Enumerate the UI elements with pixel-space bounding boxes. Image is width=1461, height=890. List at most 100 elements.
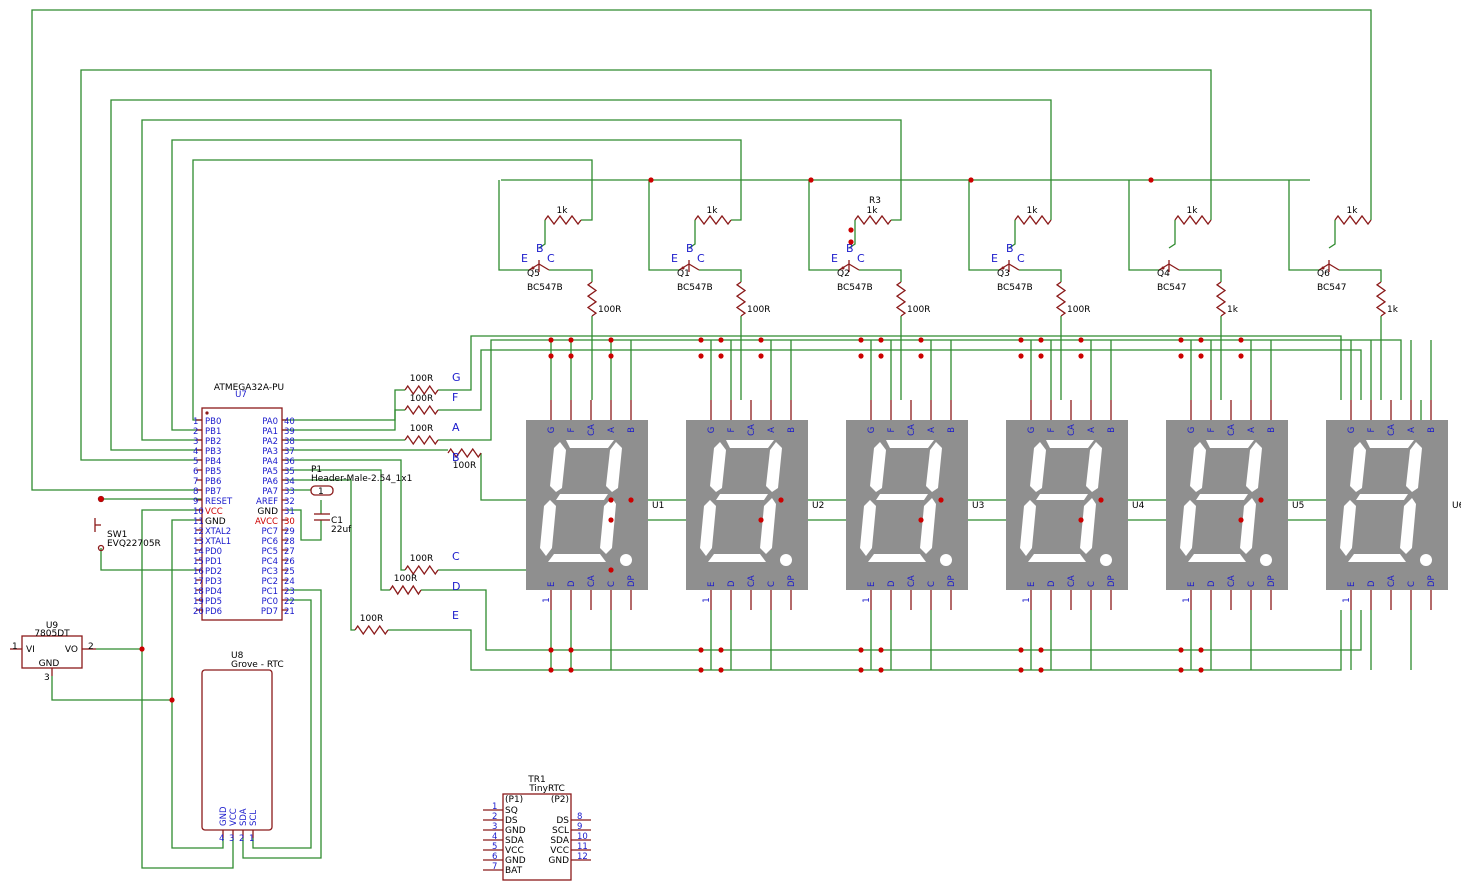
display-pin: CA — [1067, 424, 1077, 436]
wire — [110, 99, 1052, 451]
resistor — [544, 214, 582, 226]
display-pin1: 1 — [702, 597, 712, 602]
pin-letter: C — [857, 252, 865, 265]
display-ref: U4 — [1132, 501, 1145, 511]
net-label: C — [452, 550, 460, 563]
regulator-gnd: GND — [39, 659, 60, 669]
display-pin: C — [607, 581, 617, 587]
pin-letter: B — [846, 242, 854, 255]
junction-dot — [1098, 497, 1104, 503]
display-pin: D — [887, 580, 897, 587]
display-pin: G — [1347, 427, 1357, 434]
junction-dot — [628, 497, 634, 503]
wire — [848, 220, 856, 249]
wire — [1128, 180, 1159, 271]
resistor-value: 1k — [1027, 206, 1039, 216]
resistor — [404, 564, 439, 576]
display-pin: F — [887, 427, 897, 432]
segment-g — [1356, 494, 1408, 500]
pin-name: PC2 — [262, 577, 278, 587]
segment-f — [710, 442, 726, 492]
segment-a — [726, 440, 774, 448]
segment-b — [926, 442, 942, 492]
pin-number: 4 — [193, 447, 198, 457]
rtc-pin-number: 2 — [239, 834, 244, 844]
tinyrtc-value: TinyRTC — [528, 784, 565, 794]
display-pin1: 1 — [542, 597, 552, 602]
display-pin: B — [1107, 427, 1117, 433]
junction-dot — [608, 497, 614, 503]
pin-name: PD5 — [205, 597, 222, 607]
segment-a — [1046, 440, 1094, 448]
resistor — [1375, 281, 1387, 317]
segment-b — [1086, 442, 1102, 492]
segment-b — [766, 442, 782, 492]
pin-name: SQ — [505, 806, 518, 816]
display-pin1: 1 — [1342, 597, 1352, 602]
display-ref: U3 — [972, 501, 984, 511]
junction-dot — [1258, 497, 1264, 503]
cap-value: 22uf — [331, 525, 352, 535]
pin-name: DS — [556, 816, 569, 826]
wire — [538, 220, 546, 249]
pin-letter: B — [686, 242, 694, 255]
header-pin: 1 — [318, 487, 324, 497]
pin-name: PC6 — [262, 537, 278, 547]
junction-dot — [848, 227, 854, 233]
mcu-pin1-mark — [205, 411, 209, 415]
display-ref: U1 — [652, 501, 664, 511]
junction-dot — [1018, 337, 1024, 343]
junction-dot — [1198, 337, 1204, 343]
wire — [96, 509, 202, 650]
rtc-value: Grove - RTC — [231, 660, 284, 670]
transistor-arrow — [1321, 266, 1325, 270]
seven-segment-display — [1166, 420, 1288, 590]
resistor-value: 100R — [410, 394, 433, 404]
junction-dot — [758, 353, 764, 359]
junction-dot — [718, 337, 724, 343]
pin-number: 9 — [577, 822, 582, 832]
display-pin: G — [1027, 427, 1037, 434]
display-pin: D — [1207, 580, 1217, 587]
pin-letter: E — [831, 252, 838, 265]
segment-e — [1180, 500, 1196, 556]
display-pin: A — [927, 427, 937, 433]
pin-name: PA0 — [262, 417, 278, 427]
junction-dot — [169, 697, 175, 703]
wire — [1168, 220, 1176, 249]
pin-name: PC0 — [262, 597, 278, 607]
segment-g — [716, 494, 768, 500]
pin-letter: C — [1017, 252, 1025, 265]
rtc-pin-number: 3 — [229, 834, 234, 844]
pin-number: 1 — [193, 417, 198, 427]
transistor-collector — [538, 263, 550, 271]
junction-dot — [568, 647, 574, 653]
header-value: Header-Male-2.54_1x1 — [311, 474, 412, 484]
junction-dot — [1038, 353, 1044, 359]
pin-number: 3 — [193, 437, 198, 447]
resistor-value: 100R — [410, 424, 433, 434]
display-pin: F — [567, 427, 577, 432]
pin-name: GND — [505, 856, 526, 866]
resistor-value: 1k — [1347, 206, 1359, 216]
junction-dot — [918, 353, 924, 359]
rtc-pin-number: 4 — [219, 834, 224, 844]
junction-dot — [548, 647, 554, 653]
segment-g — [876, 494, 928, 500]
transistor-model: BC547B — [677, 283, 713, 293]
display-pin: A — [1087, 427, 1097, 433]
pin-name: PD3 — [205, 577, 222, 587]
segment-d — [548, 554, 606, 562]
junction-dot — [608, 517, 614, 523]
display-pin: A — [1247, 427, 1257, 433]
junction-dot — [758, 517, 764, 523]
components — [10, 214, 1448, 881]
mcu-name: ATMEGA32A-PU — [214, 383, 284, 393]
pin-number: 19 — [193, 597, 204, 607]
pin-number: 29 — [284, 527, 295, 537]
display-pin: E — [1187, 582, 1197, 587]
wire — [699, 269, 742, 282]
segment-e — [1340, 500, 1356, 556]
resistor-value: 100R — [747, 305, 770, 315]
pin-name: SCL — [552, 826, 569, 836]
